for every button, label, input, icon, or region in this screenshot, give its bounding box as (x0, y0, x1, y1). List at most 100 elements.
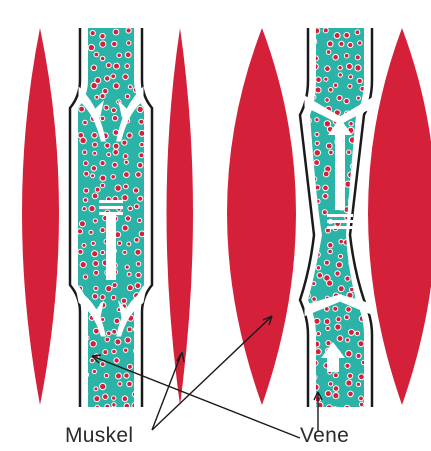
blood-cell (132, 392, 137, 397)
blood-cell (359, 374, 365, 380)
blood-cell (313, 56, 318, 61)
blood-cell (112, 283, 117, 288)
blood-cell (339, 41, 344, 46)
blood-cell (315, 132, 319, 136)
blood-cell (125, 64, 130, 69)
blood-cell (316, 266, 320, 270)
blood-cell (124, 172, 130, 178)
pointer-muscle-to-left-inner (152, 352, 182, 430)
vein-wall-left (300, 28, 314, 407)
blood-cell (314, 318, 320, 324)
blood-cell (333, 54, 339, 60)
blood-cell (100, 116, 104, 120)
blood-cell (359, 396, 364, 401)
blood-cell (122, 140, 127, 145)
blood-cell (105, 404, 110, 409)
blood-cell (313, 384, 319, 390)
blood-cell (326, 405, 332, 411)
blood-cell (91, 174, 95, 178)
blood-cell (92, 251, 98, 257)
blood-cell (103, 88, 108, 93)
blood-cell (134, 348, 139, 353)
blood-cell (348, 42, 353, 47)
blood-cell (301, 261, 307, 267)
blood-cell (303, 350, 308, 355)
blood-cell (78, 249, 83, 254)
blood-cell (100, 175, 106, 181)
blood-cell (337, 336, 343, 342)
blood-cell (347, 150, 351, 154)
blood-cell (313, 361, 318, 366)
blood-cell (328, 243, 333, 248)
blood-cell (358, 183, 364, 189)
blood-cell (79, 221, 85, 227)
blood-cell (79, 106, 85, 112)
blood-cell (113, 83, 119, 89)
blood-cell (314, 28, 320, 34)
blood-cell (122, 225, 128, 231)
blood-cell (118, 382, 122, 386)
blood-cell (138, 196, 143, 201)
blood-cell (314, 220, 318, 224)
blood-cell (100, 295, 105, 300)
blood-cell (355, 65, 361, 71)
blood-cell (304, 253, 310, 259)
blood-cell (101, 250, 105, 254)
blood-cell (80, 262, 86, 268)
blood-cell (95, 95, 99, 99)
blood-cell (336, 262, 342, 268)
blood-cell (303, 220, 307, 224)
blood-cell (315, 185, 320, 190)
blood-cell (83, 198, 88, 203)
blood-cell (94, 396, 100, 402)
blood-cell (311, 39, 317, 45)
blood-cell (127, 381, 133, 387)
blood-cell (134, 33, 138, 37)
blood-cell (91, 65, 97, 71)
blood-cell (312, 282, 316, 286)
blood-cell (323, 28, 328, 33)
blood-cell (315, 118, 319, 122)
blood-cell (302, 404, 307, 409)
blood-cell (336, 317, 341, 322)
blood-cell (316, 77, 322, 83)
blood-cell (323, 185, 329, 191)
flow-channel (106, 215, 116, 280)
blood-cell (100, 362, 105, 367)
blood-cell (367, 293, 373, 299)
blood-cell (140, 142, 144, 146)
blood-cell (125, 337, 131, 343)
blood-cell (125, 216, 130, 221)
blood-cell (324, 77, 328, 81)
blood-cell (123, 154, 128, 159)
blood-cell (355, 204, 361, 210)
blood-cell (349, 137, 355, 143)
blood-cell (134, 238, 139, 243)
blood-cell (335, 324, 341, 330)
blood-cell (360, 178, 364, 182)
vein-relaxed (70, 28, 152, 411)
blood-cell (348, 172, 354, 178)
blood-cell (127, 364, 132, 369)
muscle-right-contracted-right (368, 28, 431, 405)
blood-cell (103, 350, 108, 355)
blood-cell (92, 294, 98, 300)
blood-cell (107, 153, 111, 157)
blood-cell (100, 228, 105, 233)
blood-cell (105, 337, 110, 342)
blood-cell (83, 161, 88, 166)
blood-cell (82, 42, 86, 46)
blood-cell (114, 318, 120, 324)
blood-cell (82, 52, 86, 56)
blood-cell (124, 160, 128, 164)
blood-cell (127, 242, 131, 246)
blood-cell (113, 29, 119, 35)
blood-cell (84, 372, 89, 377)
blood-cell (355, 55, 360, 60)
blood-cell (92, 369, 96, 373)
blood-cell (92, 142, 97, 147)
blood-cell (333, 83, 337, 87)
blood-cell (135, 66, 139, 70)
blood-cell (105, 76, 110, 81)
blood-cell (333, 306, 338, 311)
